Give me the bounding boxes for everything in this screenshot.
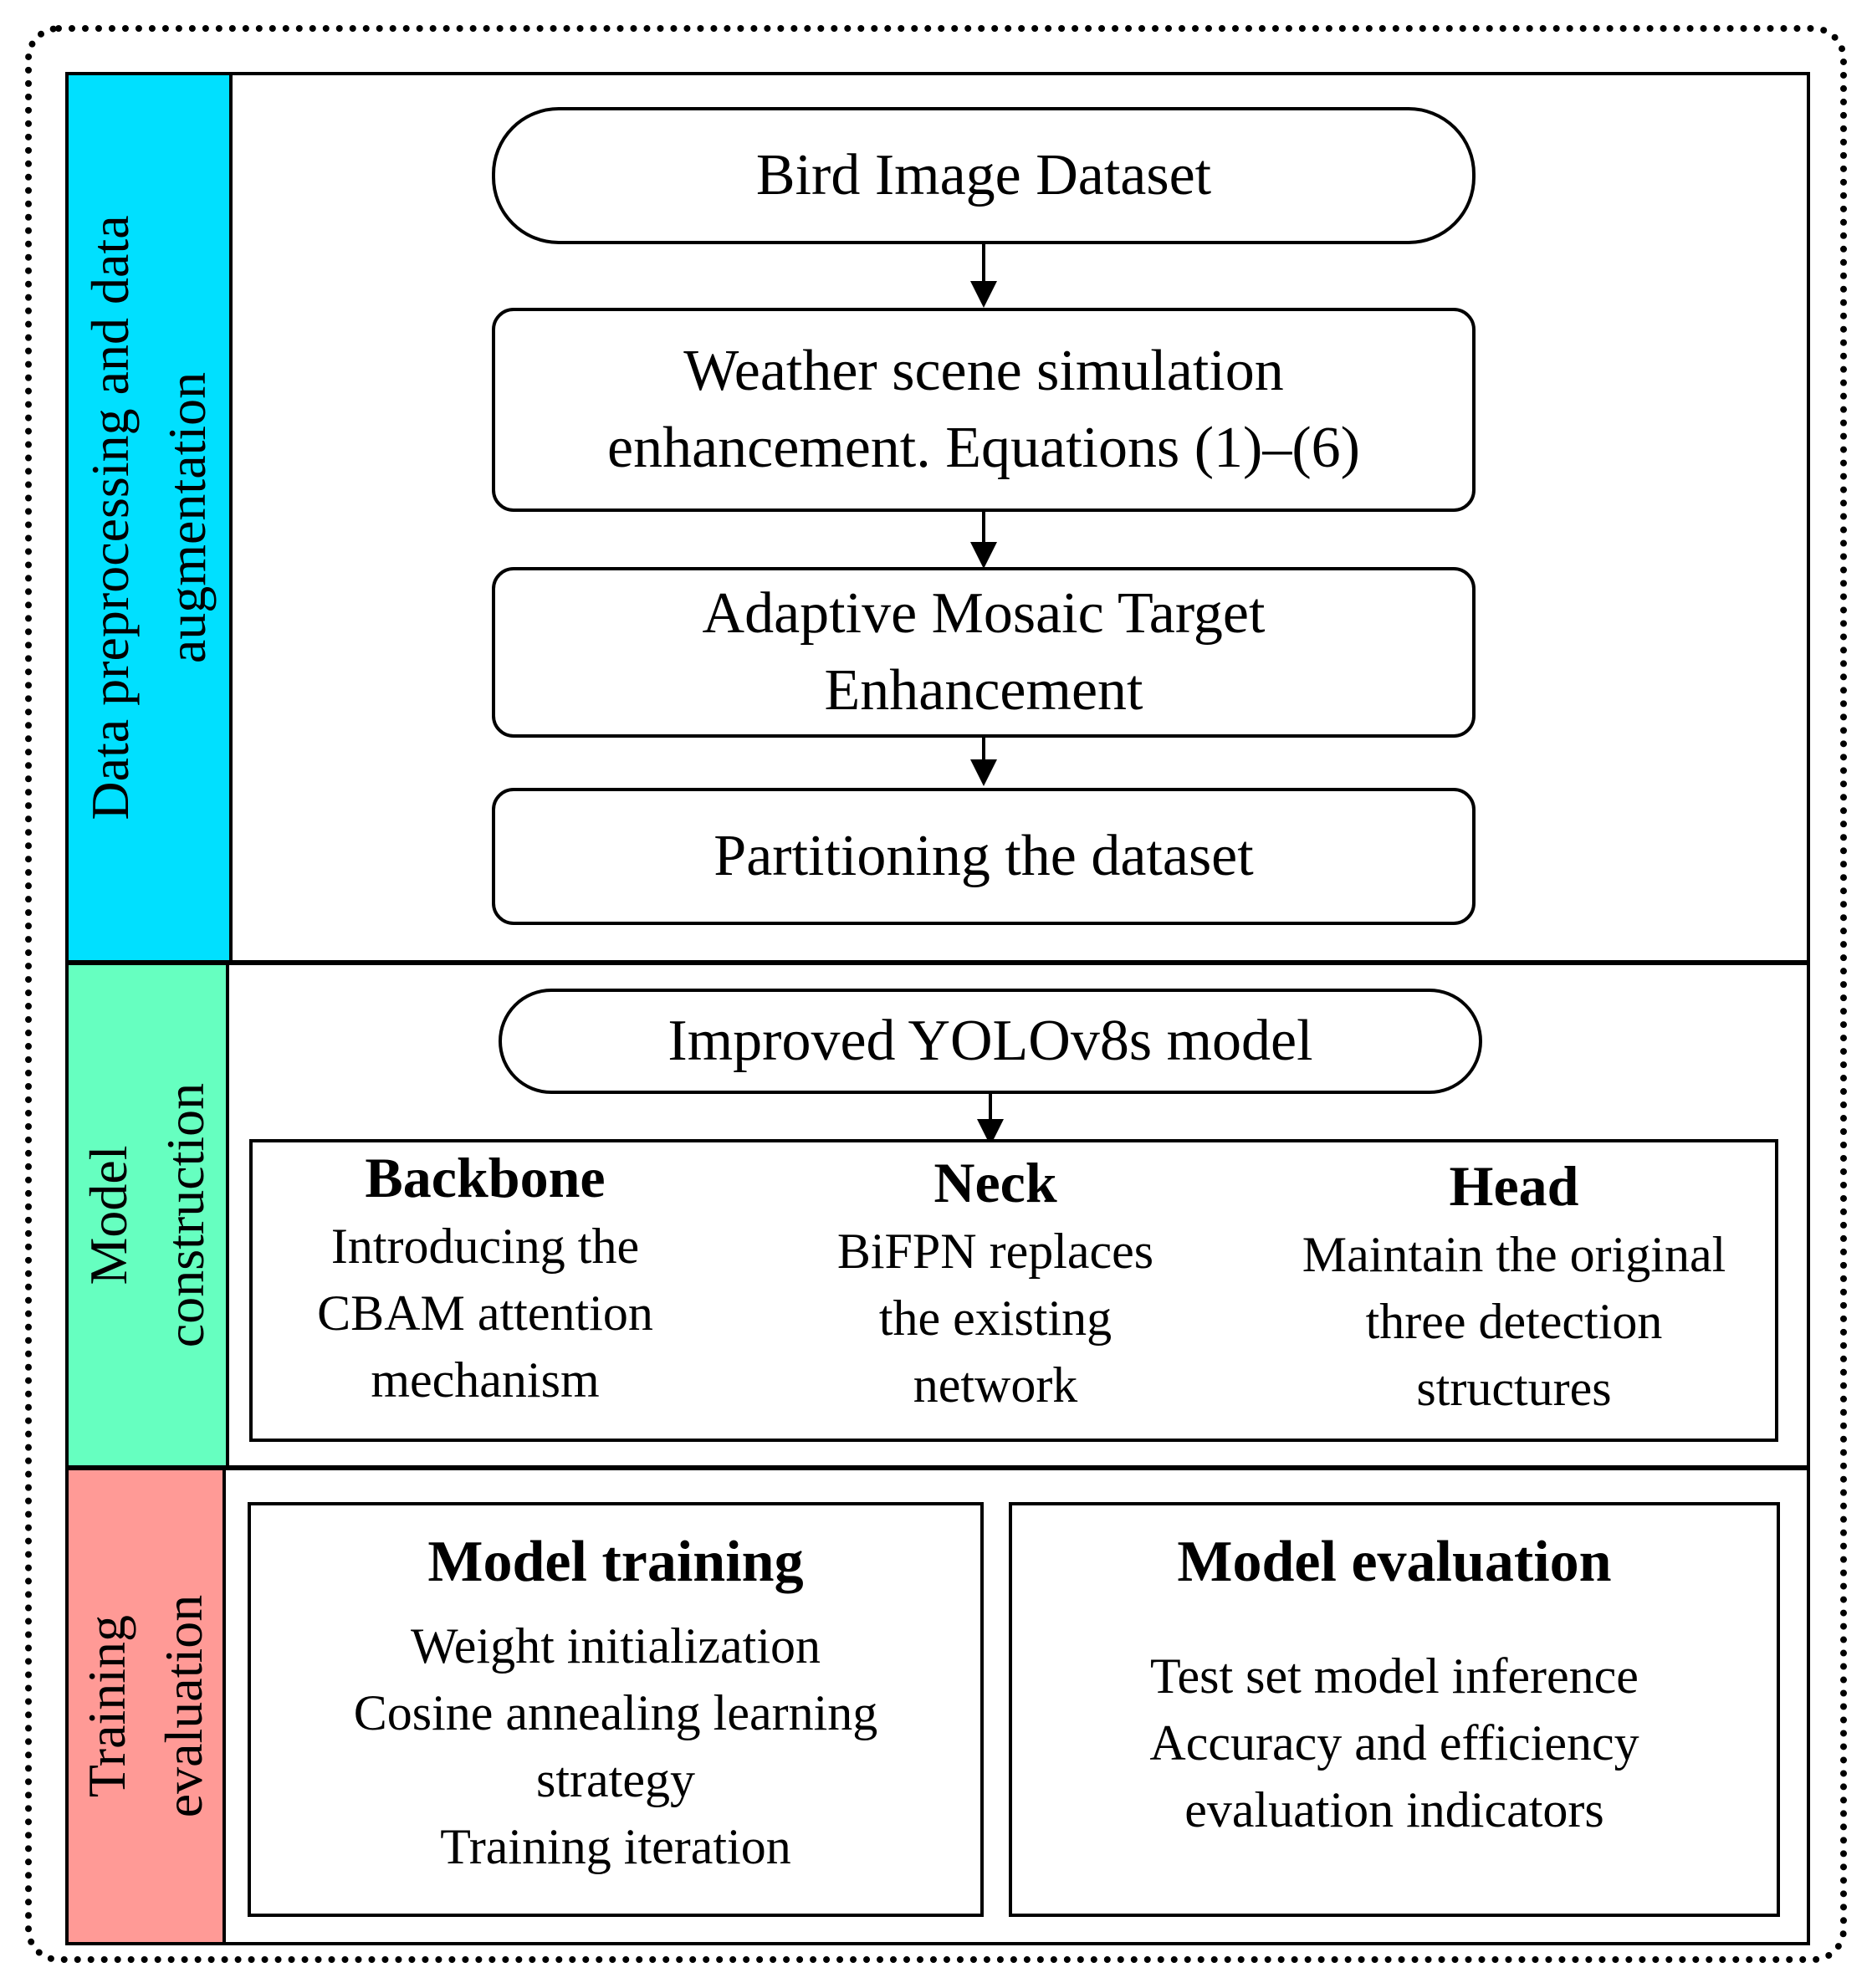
model-training-line-1: Weight initialization: [410, 1618, 821, 1674]
weather-simulation-line-1: Weather scene simulation: [683, 339, 1284, 403]
model-parts-box: [249, 1139, 1778, 1442]
neck-line-1: BiFPN replaces: [836, 1224, 1154, 1279]
model-evaluation-box: Model evaluation Test set model inferenc…: [1009, 1502, 1780, 1917]
model-evaluation-line-3: evaluation indicators: [1184, 1782, 1604, 1837]
model-training-line-3: strategy: [536, 1752, 695, 1807]
bird-image-dataset-box: Bird Image Dataset: [492, 107, 1476, 244]
training-label: Training evaluation: [69, 1595, 222, 1818]
model-training-line-2: Cosine annealing learning: [353, 1685, 878, 1740]
model-label-column: Model construction: [65, 962, 229, 1469]
adaptive-mosaic-line-2: Enhancement: [824, 658, 1143, 723]
backbone-line-2: CBAM attention: [317, 1285, 653, 1341]
neck-column: Neck BiFPN replaces the existing network: [778, 1147, 1213, 1418]
head-line-3: structures: [1416, 1361, 1612, 1416]
model-training-box: Model training Weight initialization Cos…: [248, 1502, 984, 1917]
model-evaluation-title: Model evaluation: [1177, 1530, 1612, 1594]
training-label-line-1: Training: [77, 1614, 136, 1798]
neck-line-3: network: [913, 1357, 1078, 1413]
preprocessing-label: Data preprocessing and data augmentation: [72, 215, 226, 820]
partitioning-box: Partitioning the dataset: [492, 788, 1476, 925]
backbone-title: Backbone: [365, 1146, 606, 1209]
neck-title: Neck: [933, 1151, 1057, 1214]
head-title: Head: [1449, 1154, 1579, 1218]
backbone-column: Backbone Introducing the CBAM attention …: [268, 1142, 703, 1413]
model-evaluation-line-1: Test set model inference: [1150, 1648, 1639, 1704]
backbone-line-3: mechanism: [371, 1352, 600, 1408]
adaptive-mosaic-box: Adaptive Mosaic Target Enhancement: [492, 567, 1476, 738]
partitioning-text: Partitioning the dataset: [714, 824, 1254, 888]
neck-line-2: the existing: [878, 1290, 1112, 1346]
weather-simulation-box: Weather scene simulation enhancement. Eq…: [492, 308, 1476, 512]
preprocessing-label-line-1: Data preprocessing and data: [80, 215, 140, 820]
weather-simulation-line-2: enhancement. Equations (1)–(6): [607, 416, 1360, 480]
adaptive-mosaic-line-1: Adaptive Mosaic Target: [702, 581, 1266, 646]
preprocessing-label-column: Data preprocessing and data augmentation: [65, 72, 233, 963]
model-label: Model construction: [70, 1083, 224, 1347]
head-line-2: three detection: [1365, 1294, 1663, 1349]
training-label-column: Training evaluation: [65, 1467, 226, 1945]
bird-image-dataset-text: Bird Image Dataset: [755, 143, 1212, 207]
head-column: Head Maintain the original three detecti…: [1271, 1151, 1757, 1422]
model-training-line-4: Training iteration: [440, 1819, 791, 1874]
training-label-line-2: evaluation: [154, 1594, 213, 1818]
model-label-line-2: construction: [156, 1082, 215, 1348]
improved-yolo-box: Improved YOLOv8s model: [499, 989, 1482, 1094]
dotted-outer-frame: [25, 25, 1847, 1963]
preprocessing-label-line-2: augmentation: [157, 371, 217, 664]
head-line-1: Maintain the original: [1302, 1227, 1726, 1282]
backbone-line-1: Introducing the: [330, 1219, 640, 1274]
model-evaluation-line-2: Accuracy and efficiency: [1149, 1715, 1639, 1771]
model-label-line-1: Model: [79, 1145, 138, 1285]
improved-yolo-text: Improved YOLOv8s model: [667, 1009, 1313, 1073]
model-training-title: Model training: [427, 1530, 804, 1594]
